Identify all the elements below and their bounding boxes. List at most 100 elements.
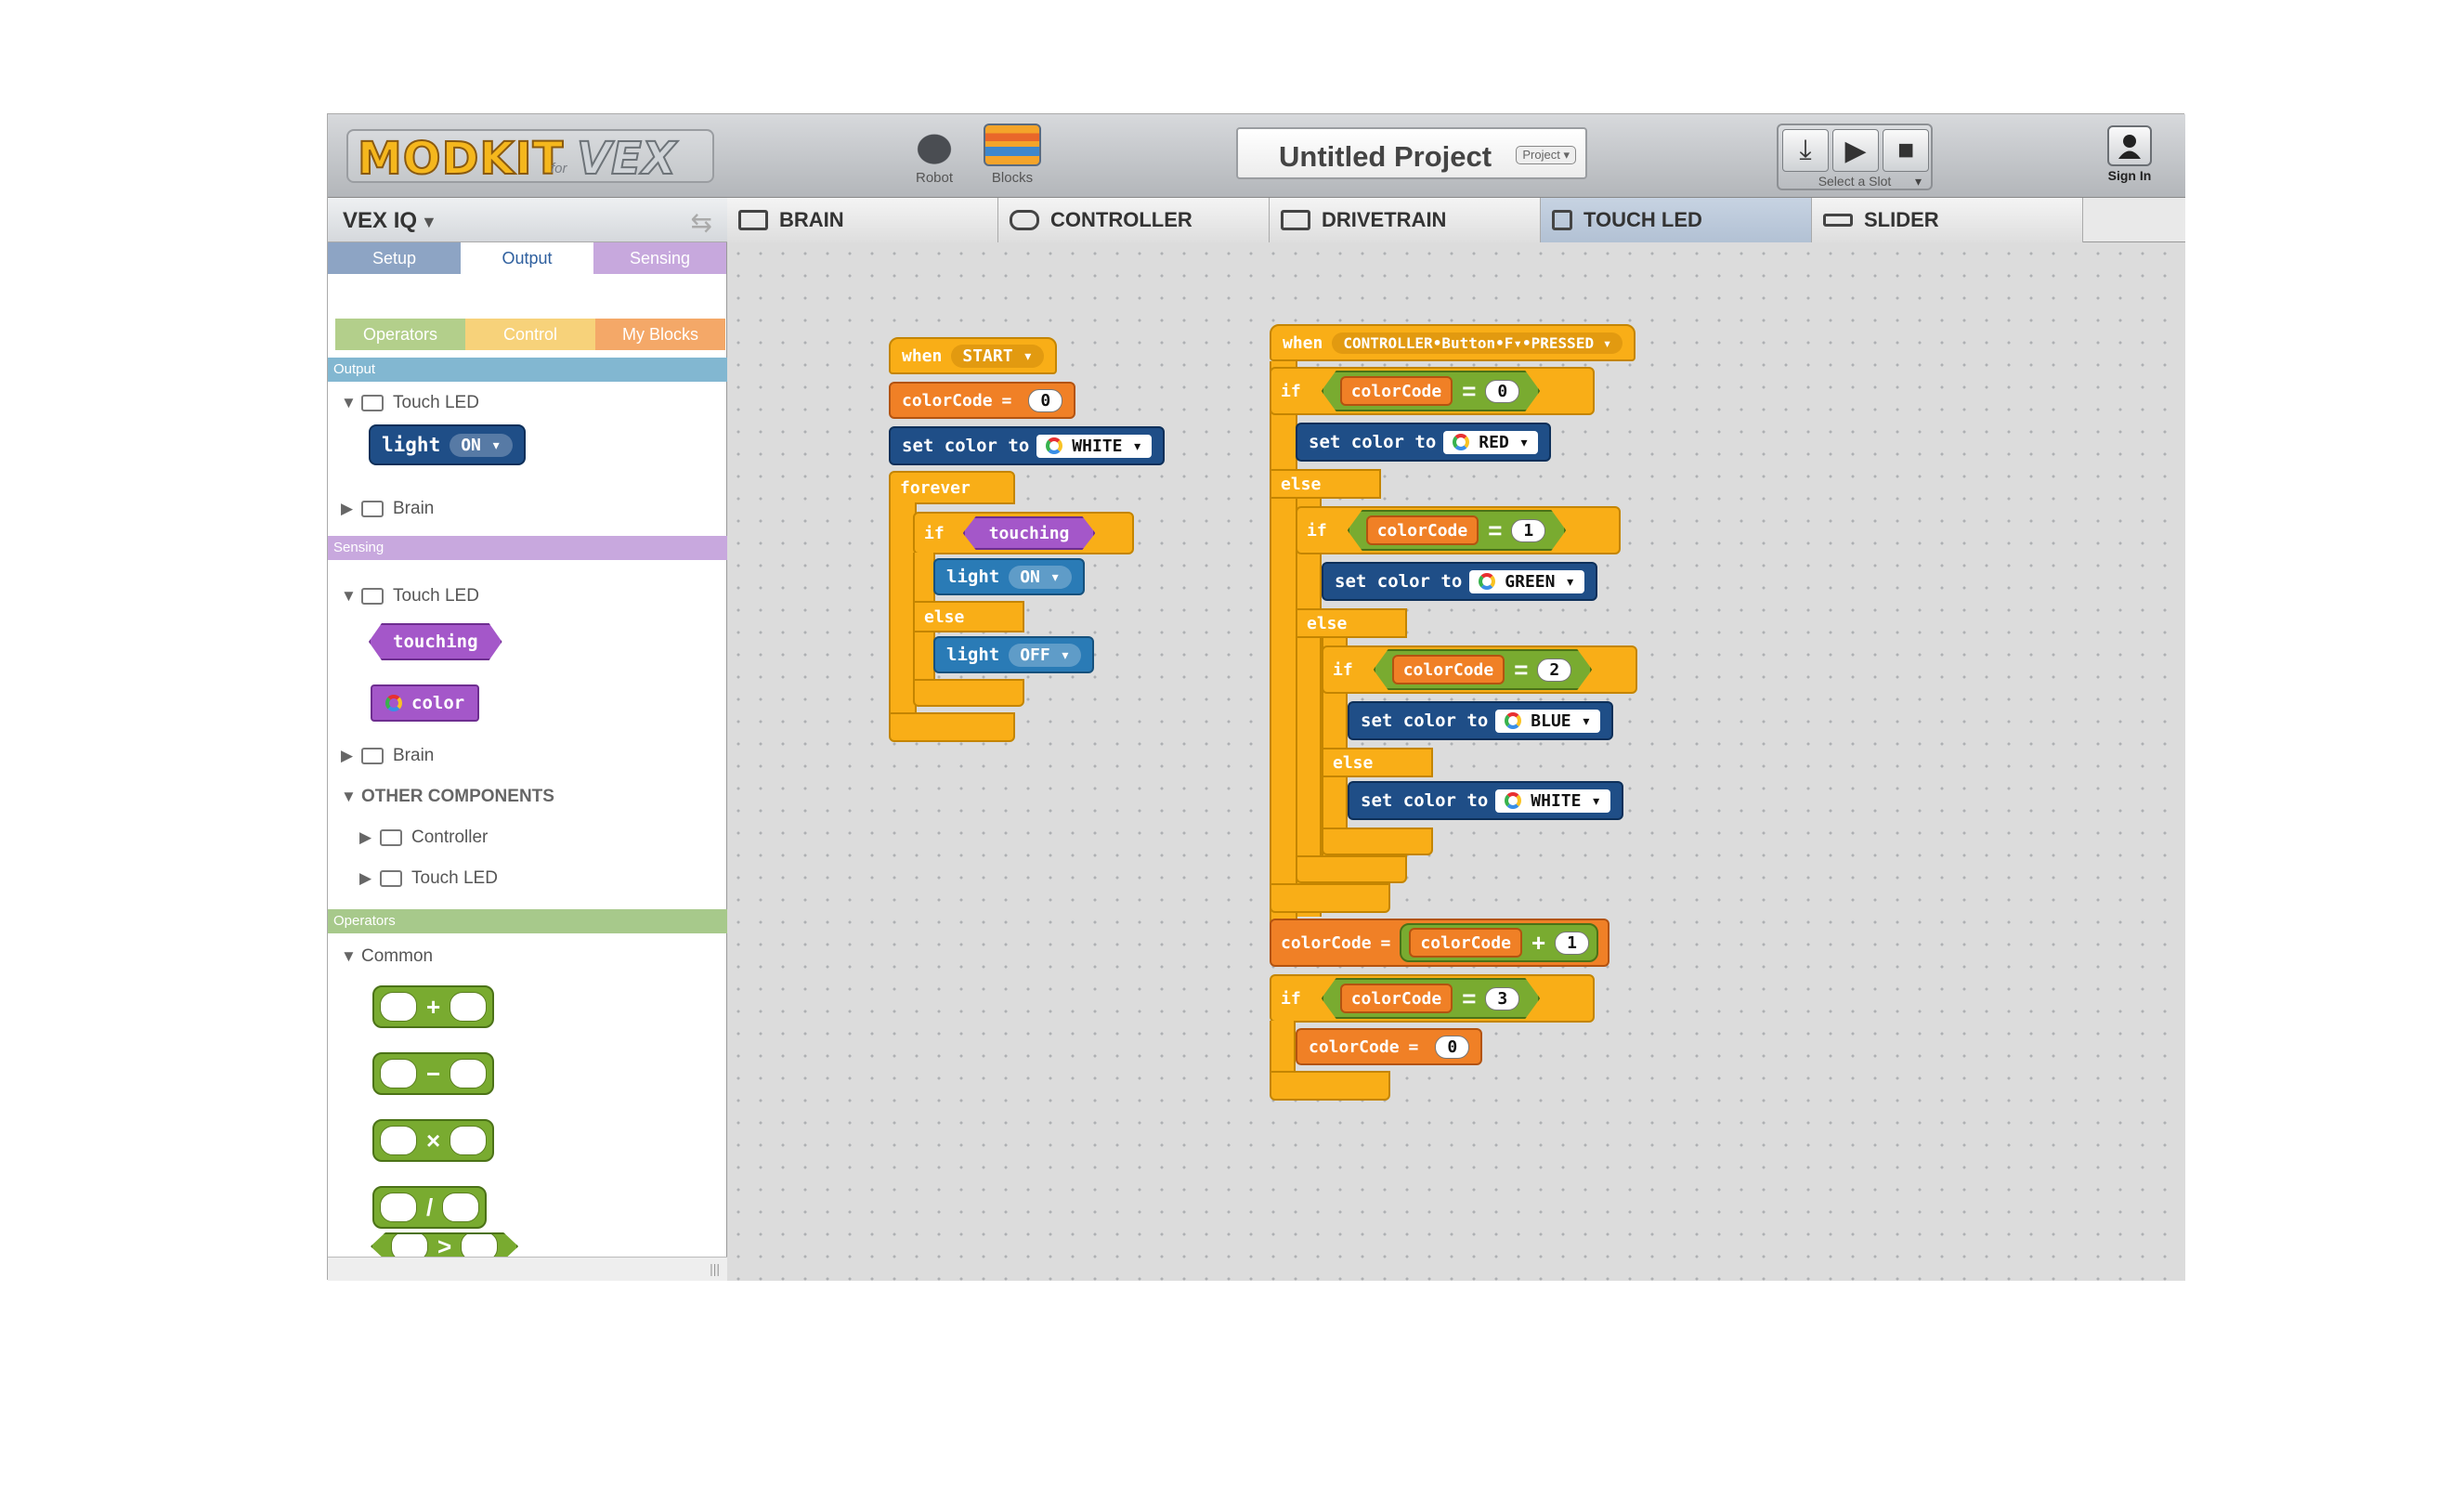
operand-slot[interactable] <box>461 1232 498 1260</box>
resize-grip-icon[interactable]: ||| <box>710 1261 720 1276</box>
operand-slot[interactable] <box>380 1126 417 1155</box>
play-button[interactable]: ▶ <box>1832 129 1879 172</box>
palette-add-operator[interactable]: + <box>372 985 495 1028</box>
forever-block[interactable]: forever <box>889 471 1015 504</box>
tab-slider[interactable]: SLIDER <box>1812 198 2083 242</box>
color-dropdown[interactable]: GREEN ▾ <box>1469 569 1585 593</box>
tree-other-components[interactable]: ▼OTHER COMPONENTS <box>341 787 554 807</box>
tree-output-touch-led[interactable]: ▼Touch LED <box>341 393 479 413</box>
category-my-blocks[interactable]: My Blocks <box>595 319 725 350</box>
reset-colorcode-block[interactable]: colorCode=0 <box>1296 1028 1483 1065</box>
color-dropdown[interactable]: WHITE ▾ <box>1495 789 1611 813</box>
tree-sensing-brain[interactable]: ▶Brain <box>341 746 434 766</box>
color-dropdown[interactable]: BLUE ▾ <box>1495 709 1601 733</box>
equals-operator[interactable]: colorCode=2 <box>1374 649 1593 690</box>
expand-arrow-icon[interactable]: ▼ <box>341 788 357 805</box>
blocks-mode-button[interactable]: Blocks <box>982 124 1043 189</box>
add-operator[interactable]: colorCode+1 <box>1400 923 1598 962</box>
project-menu-button[interactable]: Project ▾ <box>1516 146 1576 164</box>
touching-block[interactable]: touching <box>963 516 1096 550</box>
stop-button[interactable]: ■ <box>1883 129 1929 172</box>
tree-other-controller[interactable]: ▶Controller <box>359 828 488 848</box>
value-field[interactable]: 1 <box>1555 931 1589 955</box>
operand-slot[interactable] <box>380 1193 417 1222</box>
palette-touching-block[interactable]: touching <box>369 623 502 660</box>
robot-mode-button[interactable]: Robot <box>904 124 965 189</box>
project-title[interactable]: Untitled Project <box>1279 140 1492 173</box>
palette-greater-operator[interactable]: > <box>371 1232 518 1260</box>
light-dropdown[interactable]: ON ▾ <box>1009 565 1072 589</box>
value-field[interactable]: 0 <box>1435 1035 1470 1059</box>
event-dropdown[interactable]: START ▾ <box>951 344 1045 368</box>
if-reset-block[interactable]: if colorCode=3 <box>1270 974 1595 1023</box>
operand-slot[interactable] <box>450 1059 488 1088</box>
tab-touch-led[interactable]: TOUCH LED <box>1541 198 1812 242</box>
colorcode-reporter[interactable]: colorCode <box>1392 655 1505 684</box>
operand-slot[interactable] <box>391 1232 428 1260</box>
event-dropdown[interactable]: CONTROLLER•Button•F▾•PRESSED ▾ <box>1332 332 1623 354</box>
expand-arrow-icon[interactable]: ▶ <box>341 747 354 764</box>
select-slot-dropdown[interactable]: Select a Slot <box>1818 174 1892 189</box>
equals-operator[interactable]: colorCode=0 <box>1322 371 1541 411</box>
category-setup[interactable]: Setup <box>328 242 461 274</box>
value-field[interactable]: 1 <box>1511 519 1545 542</box>
expand-arrow-icon[interactable]: ▼ <box>341 947 357 965</box>
expand-arrow-icon[interactable]: ▶ <box>359 869 372 887</box>
tab-drivetrain[interactable]: DRIVETRAIN <box>1270 198 1541 242</box>
swap-icon[interactable]: ⇆ <box>690 208 712 237</box>
palette-subtract-operator[interactable]: − <box>372 1052 495 1095</box>
category-operators[interactable]: Operators <box>335 319 465 350</box>
tree-other-touch-led[interactable]: ▶Touch LED <box>359 868 498 889</box>
tab-controller[interactable]: CONTROLLER <box>998 198 1270 242</box>
colorcode-reporter[interactable]: colorCode <box>1340 984 1453 1013</box>
value-field[interactable]: 2 <box>1537 658 1571 682</box>
value-field[interactable]: 3 <box>1485 987 1519 1010</box>
project-title-box[interactable]: Untitled Project Project ▾ <box>1236 127 1587 179</box>
operand-slot[interactable] <box>450 992 488 1022</box>
operand-slot[interactable] <box>380 1059 417 1088</box>
expand-arrow-icon[interactable]: ▼ <box>341 587 357 605</box>
color-dropdown[interactable]: WHITE ▾ <box>1036 434 1153 458</box>
colorcode-reporter[interactable]: colorCode <box>1366 515 1479 545</box>
tree-sensing-touch-led[interactable]: ▼Touch LED <box>341 586 479 606</box>
set-colorcode-block[interactable]: colorCode=0 <box>889 382 1076 419</box>
light-dropdown[interactable]: OFF ▾ <box>1009 643 1082 667</box>
expand-arrow-icon[interactable]: ▼ <box>341 394 357 411</box>
palette-divide-operator[interactable]: / <box>372 1186 488 1229</box>
expand-arrow-icon[interactable]: ▶ <box>359 828 372 846</box>
palette-color-block[interactable]: color <box>371 684 480 722</box>
category-output[interactable]: Output <box>461 242 593 274</box>
color-dropdown[interactable]: RED ▾ <box>1443 430 1539 454</box>
if-block-middle[interactable]: if colorCode=1 <box>1296 506 1621 554</box>
sign-in-button[interactable]: Sign In <box>2092 125 2167 183</box>
download-button[interactable]: ⤓ <box>1782 129 1829 172</box>
palette-multiply-operator[interactable]: × <box>372 1119 495 1162</box>
increment-colorcode-block[interactable]: colorCode= colorCode+1 <box>1270 919 1609 967</box>
equals-operator[interactable]: colorCode=3 <box>1322 978 1541 1019</box>
operand-slot[interactable] <box>450 1126 488 1155</box>
if-block-inner[interactable]: if colorCode=2 <box>1322 645 1637 694</box>
tree-output-brain[interactable]: ▶Brain <box>341 499 434 519</box>
value-field[interactable]: 0 <box>1028 388 1063 412</box>
kit-selector[interactable]: VEX IQ ▼ ⇆ <box>328 198 727 242</box>
expand-arrow-icon[interactable]: ▶ <box>341 500 354 517</box>
palette-light-block[interactable]: light ON ▾ <box>369 424 526 465</box>
colorcode-reporter[interactable]: colorCode <box>1340 376 1453 406</box>
tab-brain[interactable]: BRAIN <box>727 198 998 242</box>
sidebar-scrollbar[interactable]: ||| <box>328 1257 727 1281</box>
category-control[interactable]: Control <box>465 319 595 350</box>
chevron-down-icon[interactable]: ▾ <box>1914 174 1922 189</box>
chevron-down-icon[interactable]: ▼ <box>421 213 437 231</box>
colorcode-reporter[interactable]: colorCode <box>1409 928 1522 958</box>
tree-operators-common[interactable]: ▼Common <box>341 946 433 967</box>
equals-operator[interactable]: colorCode=1 <box>1348 510 1567 551</box>
